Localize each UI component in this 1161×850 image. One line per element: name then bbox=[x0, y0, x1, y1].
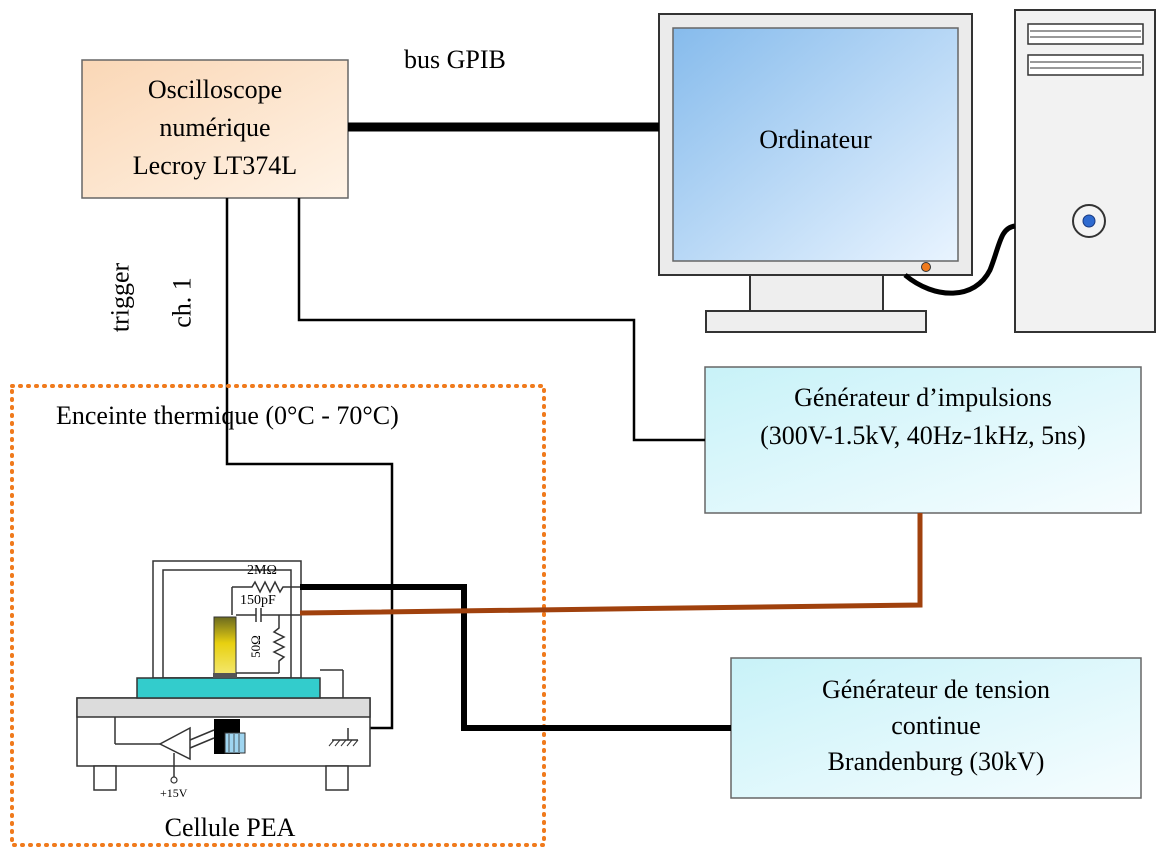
cell-label: Cellule PEA bbox=[164, 813, 296, 842]
oscilloscope-box bbox=[81, 59, 349, 199]
pulse-generator-box bbox=[704, 366, 1142, 514]
dc-hv-wire bbox=[300, 584, 731, 731]
dc-generator-line1: Générateur de tension bbox=[821, 675, 1051, 704]
dc-generator-box bbox=[730, 657, 1142, 799]
thermal-enclosure-border bbox=[10, 384, 546, 847]
dc-generator-line3: Brandenburg (30kV) bbox=[827, 747, 1045, 776]
channel1-wire bbox=[225, 198, 394, 730]
pea-cell-icon bbox=[76, 560, 371, 791]
resistor-50-label: 50Ω bbox=[247, 635, 263, 658]
bus-gpib-label: bus GPIB bbox=[404, 45, 506, 74]
capacitor-label: 150pF bbox=[240, 593, 276, 608]
computer-monitor-icon bbox=[658, 13, 973, 333]
oscilloscope-label-line2: numérique bbox=[159, 113, 271, 142]
computer-label: Ordinateur bbox=[759, 125, 872, 154]
resistor-2m-label: 2MΩ bbox=[247, 563, 277, 578]
computer-tower-icon bbox=[1014, 9, 1156, 333]
trigger-wire bbox=[297, 198, 705, 442]
dc-generator-line2: continue bbox=[891, 711, 981, 740]
enclosure-label: Enceinte thermique (0°C - 70°C) bbox=[56, 401, 399, 430]
supply-label: +15V bbox=[160, 786, 188, 800]
pulse-generator-line1: Générateur d’impulsions bbox=[794, 383, 1052, 412]
trigger-label: trigger bbox=[105, 262, 135, 333]
oscilloscope-label-line3: Lecroy LT374L bbox=[132, 151, 298, 180]
pulse-generator-line2: (300V-1.5kV, 40Hz-1kHz, 5ns) bbox=[760, 421, 1086, 450]
oscilloscope-label-line1: Oscilloscope bbox=[147, 75, 283, 104]
pulse-wire bbox=[299, 513, 923, 616]
monitor-tower-cable bbox=[903, 223, 1016, 296]
channel1-label: ch. 1 bbox=[167, 277, 197, 328]
